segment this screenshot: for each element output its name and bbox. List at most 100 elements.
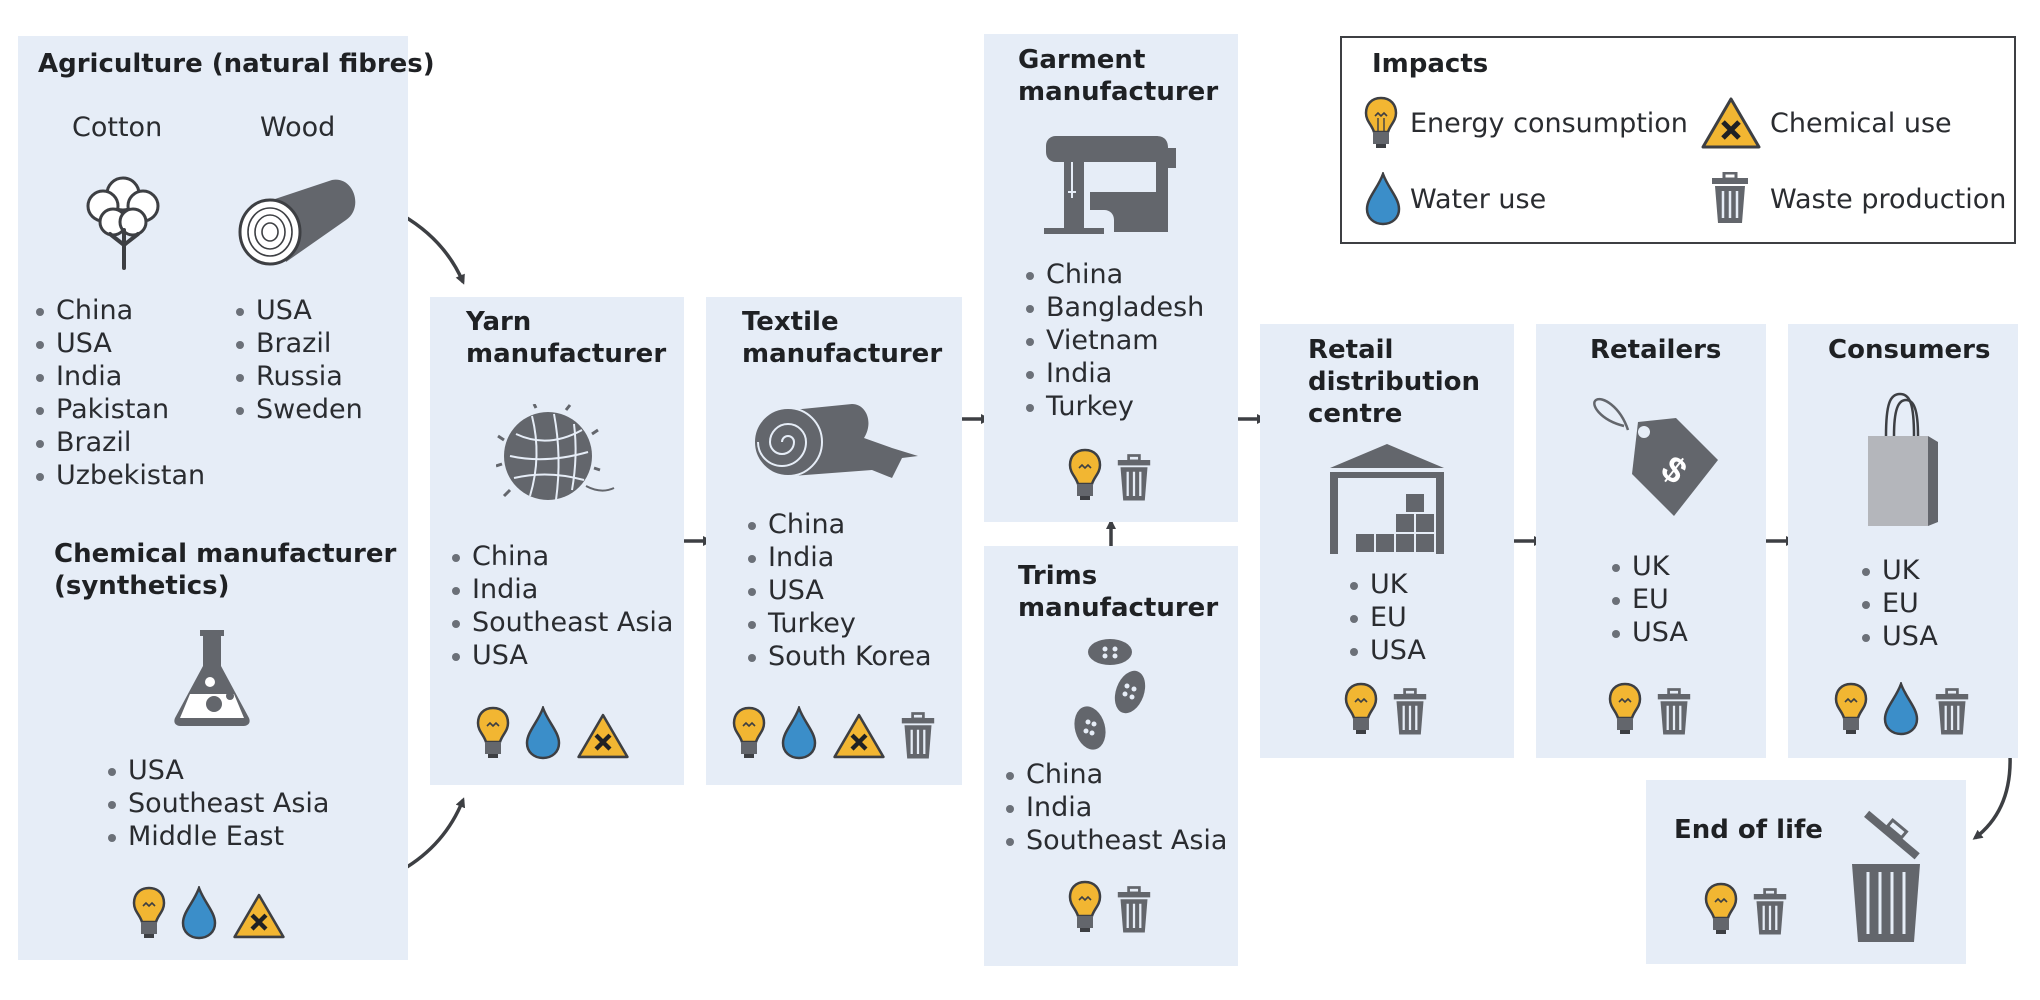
bulb-icon [1364,96,1398,148]
bulb-icon [1704,882,1738,934]
bin-icon [901,712,935,759]
arrow-consumers-to-end-of-life [1972,754,2012,840]
bin-icon [1393,688,1427,735]
arrow-chemical-to-yarn [401,797,466,872]
yarn-country-list: China India Southeast Asia USA [452,540,673,672]
list-item: Bangladesh [1026,291,1204,324]
distribution-title: Retail distribution centre [1308,335,1480,429]
chemical-title: Chemical manufacturer (synthetics) [54,539,397,601]
chemical-impacts [132,886,286,940]
list-item: Southeast Asia [1006,824,1227,857]
yarn-ball-icon [496,404,615,501]
bulb-icon [1834,682,1868,734]
list-item: UK [1612,550,1688,583]
end-of-life-impacts [1704,882,1788,936]
list-item: Uzbekistan [36,459,205,492]
drop-icon [781,706,817,760]
bin-icon [1117,454,1151,501]
list-item: China [452,540,673,573]
textile-impacts [732,706,936,760]
cotton-country-list: China USA India Pakistan Brazil Uzbekist… [36,294,205,492]
sewing-machine-icon [1044,136,1176,234]
chemical-country-list: USA Southeast Asia Middle East [108,754,329,853]
bulb-icon [1344,682,1378,734]
list-item: Brazil [36,426,205,459]
yarn-title: Yarn manufacturer [466,307,667,369]
distribution-country-list: UK EU USA [1350,568,1426,667]
textile-title: Textile manufacturer [742,307,943,369]
warehouse-icon [1330,444,1444,554]
list-item: Brazil [236,327,363,360]
list-item: China [748,508,932,541]
consumers-panel [1788,324,2018,758]
list-item: EU [1350,601,1426,634]
bulb-icon [476,706,510,758]
list-item: USA [36,327,205,360]
legend-label-waste: Waste production [1770,184,2007,215]
bin-icon [1657,688,1691,735]
legend-bulb-icon [1364,96,1398,154]
bin-icon [1935,688,1969,735]
trims-title: Trims manufacturer [1018,561,1219,623]
end-of-life-title: End of life [1674,815,1823,845]
list-item: India [1026,357,1204,390]
hazard-icon [233,893,285,939]
hazard-icon [833,713,885,759]
drop-icon [181,886,217,940]
drop-icon [1365,170,1401,226]
yarn-panel [430,297,684,785]
legend-label-chemical: Chemical use [1770,108,1952,139]
hazard-icon [1701,97,1761,149]
legend-hazard-icon [1700,96,1762,154]
trims-panel [984,546,1238,966]
list-item: Sweden [236,393,363,426]
buttons-icon [1074,639,1146,750]
legend-label-water: Water use [1410,184,1547,215]
list-item: China [1026,258,1204,291]
consumers-impacts [1834,682,1970,736]
legend-bin-icon [1710,171,1750,228]
list-item: USA [748,574,932,607]
list-item: USA [1862,620,1938,653]
list-item: India [748,541,932,574]
list-item: China [36,294,205,327]
bin-icon [1712,171,1748,223]
cotton-icon [86,176,160,270]
shopping-bag-icon [1868,392,1938,526]
bulb-icon [1608,682,1642,734]
distribution-impacts [1344,682,1428,736]
list-item: EU [1612,583,1688,616]
list-item: UK [1350,568,1426,601]
list-item: Middle East [108,820,329,853]
large-bin-icon [1852,810,1920,942]
list-item: India [36,360,205,393]
list-item: UK [1862,554,1938,587]
cotton-label: Cotton [72,112,163,143]
list-item: Vietnam [1026,324,1204,357]
list-item: EU [1862,587,1938,620]
bin-icon [1753,888,1787,935]
textile-country-list: China India USA Turkey South Korea [748,508,932,673]
list-item: Southeast Asia [108,787,329,820]
list-item: Turkey [1026,390,1204,423]
list-item: USA [1612,616,1688,649]
retailers-impacts [1608,682,1692,736]
list-item: India [1006,791,1227,824]
flask-icon [174,630,250,726]
impacts-legend: Impacts Energy consumption Chemical use … [1340,36,2016,244]
consumers-country-list: UK EU USA [1862,554,1938,653]
legend-title: Impacts [1372,49,1489,79]
list-item: South Korea [748,640,932,673]
arrow-agriculture-to-yarn [401,213,465,285]
retailers-country-list: UK EU USA [1612,550,1688,649]
bulb-icon [132,886,166,938]
price-tag-icon: $ [1593,397,1718,516]
garment-country-list: China Bangladesh Vietnam India Turkey [1026,258,1204,423]
retailers-panel [1536,324,1766,758]
list-item: USA [108,754,329,787]
agriculture-title: Agriculture (natural fibres) [38,49,435,79]
wood-country-list: USA Brazil Russia Sweden [236,294,363,426]
fabric-roll-icon [753,404,918,478]
hazard-icon [577,713,629,759]
